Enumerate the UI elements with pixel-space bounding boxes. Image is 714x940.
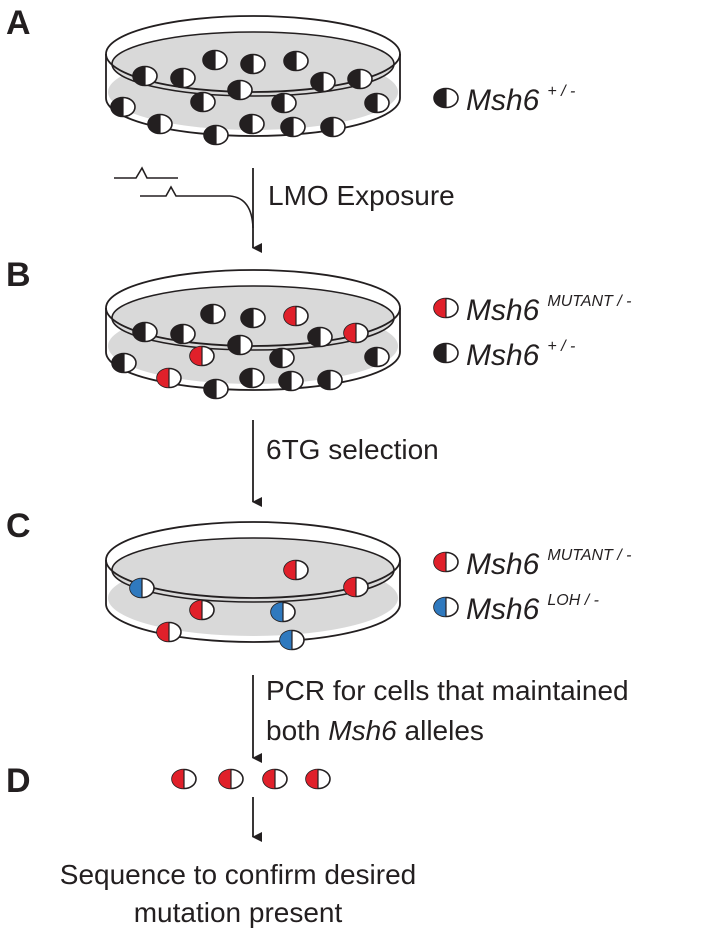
dish-rim [105,269,401,347]
cell-black-b-9 [269,347,295,369]
cell-black-a-13 [239,113,265,135]
cell-black-b-11 [111,352,137,374]
cell-black-a-6 [347,68,373,90]
legend-label: Msh6 LOH / - [466,592,599,626]
pulse-signal-icon [114,166,254,229]
legend-genotype: + / - [547,338,575,355]
petri-dish-c [105,521,401,643]
cell-red-c-5 [156,621,182,643]
legend-cell-red-icon [433,297,459,319]
cell-red-d-1 [218,768,244,790]
legend-cell-blue-icon [433,596,459,618]
panel-label-b: B [6,256,31,294]
cell-blue-c-4 [270,601,296,623]
legend-cell-red-icon [433,551,459,573]
cell-red-b-8 [189,345,215,367]
step-lmo-exposure: LMO Exposure [268,180,455,211]
legend-genotype: + / - [547,83,575,100]
cell-red-c-1 [343,576,369,598]
legend-gene: Msh6 [466,294,540,327]
cell-black-a-15 [320,116,346,138]
cell-black-a-11 [110,96,136,118]
cell-black-b-14 [278,370,304,392]
legend-cell-black-icon [433,342,459,364]
footer-line2: mutation present [134,897,343,928]
legend-label: Msh6 MUTANT / - [466,293,632,327]
footer-line1: Sequence to confirm desired [60,859,416,890]
legend-gene: Msh6 [466,339,540,372]
dish-rim [105,15,401,93]
cell-black-a-4 [170,67,196,89]
cell-black-a-8 [190,91,216,113]
cell-black-b-1 [240,307,266,329]
panel-label-c: C [6,507,31,545]
cell-black-b-4 [170,323,196,345]
legend-label: Msh6 MUTANT / - [466,547,632,581]
cell-black-b-3 [132,321,158,343]
step-pcr-line2: both Msh6 alleles [266,715,484,746]
cell-black-a-14 [280,116,306,138]
cell-black-b-10 [364,346,390,368]
legend-label: Msh6 + / - [466,338,575,372]
legend-gene: Msh6 [466,84,540,117]
cell-black-a-0 [202,49,228,71]
step-pcr-line1: PCR for cells that maintained [266,675,629,706]
pcr-line2-post: alleles [397,715,484,746]
cell-blue-c-2 [129,577,155,599]
legend-genotype: MUTANT / - [547,293,631,310]
cell-black-b-0 [200,303,226,325]
dish-wall [105,560,401,643]
cell-black-b-16 [203,378,229,400]
cell-black-a-1 [240,53,266,75]
pcr-line2-gene: Msh6 [328,715,397,746]
cell-black-b-13 [239,367,265,389]
dish-rim [105,521,401,599]
cells-layer [110,49,390,790]
cell-red-b-6 [343,322,369,344]
legend-a: Msh6 + / - [433,83,575,117]
cell-black-a-9 [271,92,297,114]
cell-red-c-3 [189,599,215,621]
cell-black-a-7 [227,79,253,101]
legend-cell-black-icon [433,87,459,109]
legend-genotype: LOH / - [547,592,599,609]
cell-red-d-0 [171,768,197,790]
cell-black-a-2 [283,50,309,72]
pcr-line2-pre: both [266,715,328,746]
cell-black-b-15 [317,369,343,391]
cell-blue-c-6 [279,629,305,651]
cell-black-a-16 [203,124,229,146]
panel-label-d: D [6,762,31,800]
panel-label-a: A [6,4,31,42]
cell-black-a-10 [364,92,390,114]
cell-red-d-2 [262,768,288,790]
cell-red-b-2 [283,305,309,327]
legend-gene: Msh6 [466,593,540,626]
legend-b: Msh6 MUTANT / - Msh6 + / - [433,293,632,372]
cell-red-b-12 [156,367,182,389]
cell-black-a-5 [310,71,336,93]
cell-red-c-0 [283,559,309,581]
legend-genotype: MUTANT / - [547,547,631,564]
legend-label: Msh6 + / - [466,83,575,117]
legend-gene: Msh6 [466,548,540,581]
cell-black-a-12 [147,113,173,135]
cell-black-b-7 [227,334,253,356]
cell-black-a-3 [132,65,158,87]
cell-red-d-3 [305,768,331,790]
cell-black-b-5 [307,326,333,348]
step-6tg-selection: 6TG selection [266,434,439,465]
